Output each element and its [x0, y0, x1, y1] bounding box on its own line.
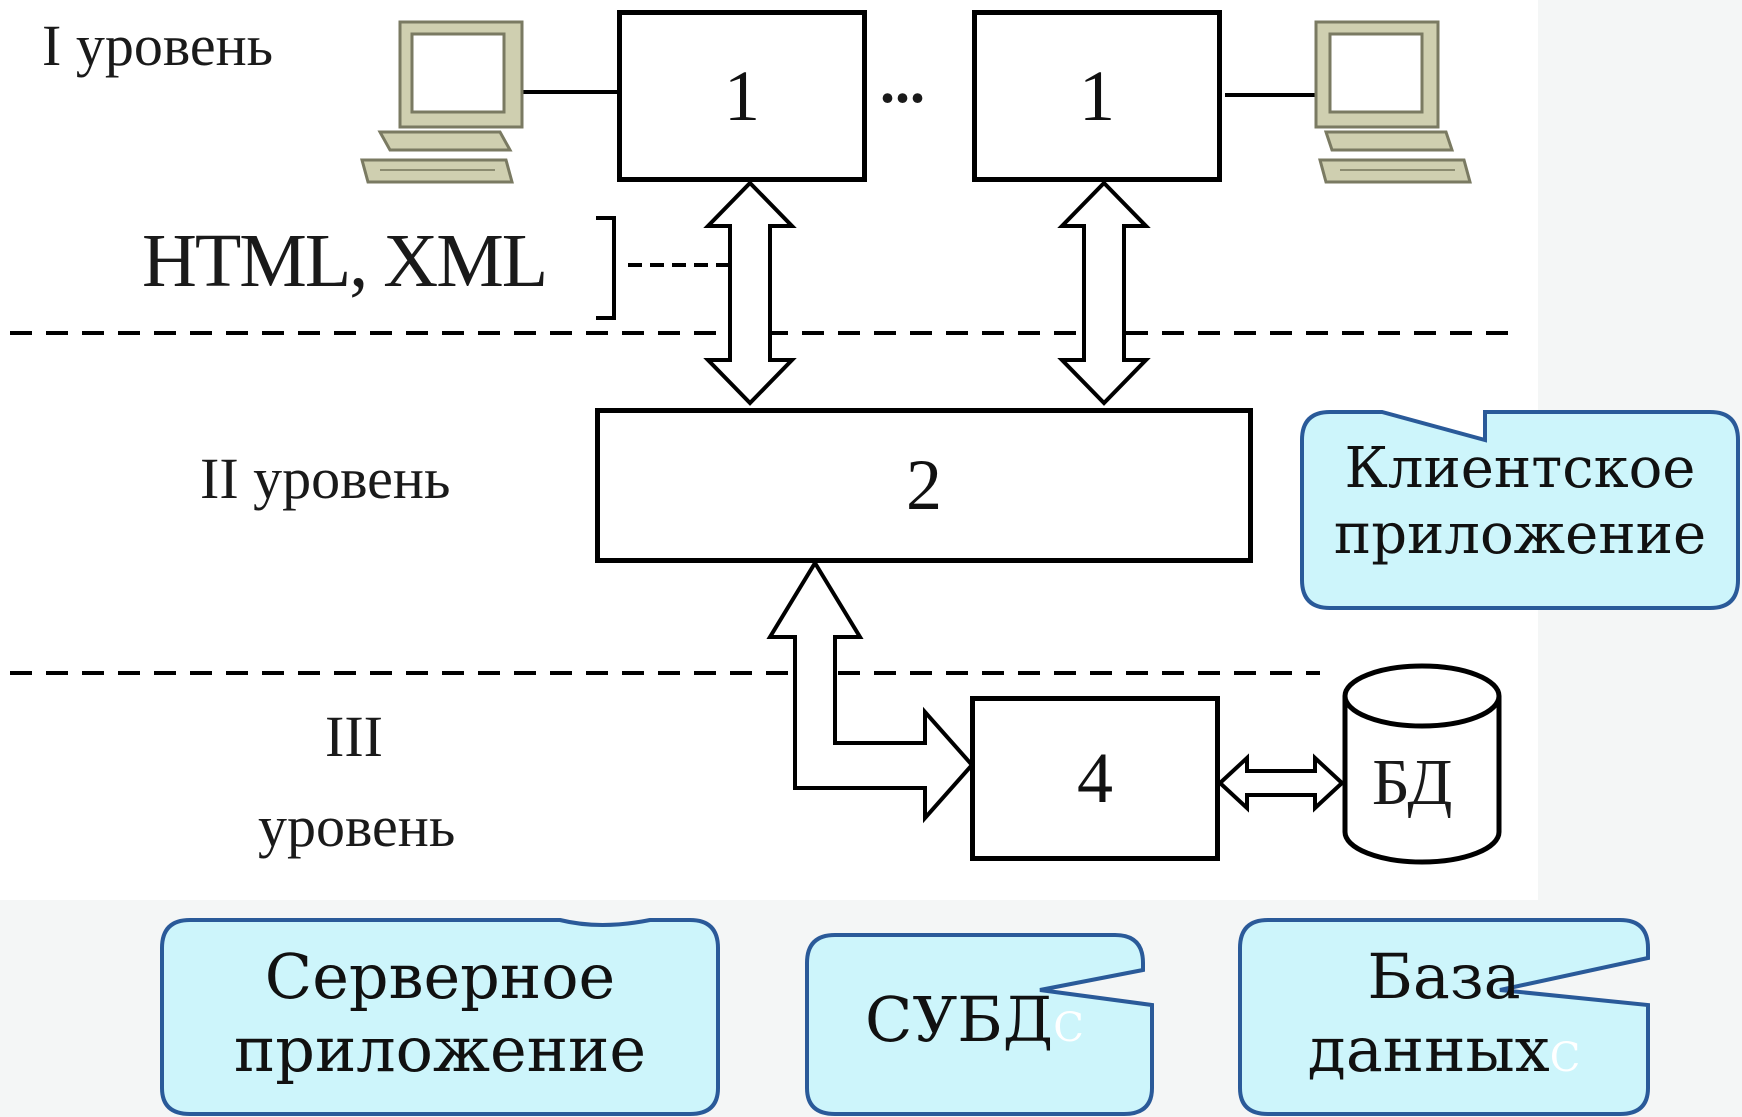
level-3-label-line1: III: [325, 704, 383, 769]
callout-server-app-shape: [160, 918, 720, 1116]
double-arrow-client-a: [703, 180, 797, 406]
clients-ellipsis: ...: [880, 49, 925, 115]
elbow-arrow-server-dbms: [766, 559, 975, 824]
client-box-b: 1: [972, 10, 1222, 182]
callout-dbms: СУБДС: [865, 983, 1084, 1056]
callout-dbms-trailing: С: [1053, 1005, 1084, 1051]
callout-server-app-line1: Серверное: [264, 940, 616, 1013]
callout-client-app-line1: Клиентское: [1344, 436, 1696, 501]
callout-server-app-line2: приложение: [233, 1013, 647, 1087]
computer-right-icon: [1314, 20, 1472, 184]
computer-left-icon: [360, 20, 524, 184]
double-arrow-dbms-db: [1217, 753, 1345, 813]
callout-dbms-text: СУБД: [865, 983, 1054, 1056]
callout-client-app-line2: приложение: [1333, 502, 1707, 568]
callout-database-trailing: С: [1549, 1035, 1581, 1082]
callout-client-app-shape: [1300, 410, 1740, 610]
level-3-label-line2: уровень: [258, 794, 456, 859]
callout-dbms-shape: [805, 933, 1154, 1116]
database-cylinder: [1342, 663, 1502, 865]
callout-database-line2: данных: [1307, 1013, 1550, 1087]
callout-database-shape: [1238, 918, 1650, 1116]
callout-server-app: Серверное приложение: [165, 940, 715, 1086]
callout-client-app: Клиентское приложение: [1305, 436, 1735, 568]
client-box-a: 1: [617, 10, 867, 182]
callout-database-line2-wrap: данныхС: [1243, 1013, 1645, 1086]
protocol-bracket: [596, 216, 616, 320]
callout-database: База данныхС: [1243, 940, 1645, 1086]
dbms-box: 4: [970, 696, 1220, 861]
database-label: БД: [1372, 746, 1453, 819]
protocol-label: HTML, XML: [142, 219, 548, 303]
double-arrow-client-b: [1057, 180, 1151, 406]
level-1-label: I уровень: [42, 13, 274, 78]
level-2-label: II уровень: [200, 446, 451, 511]
callout-database-line1: База: [1367, 940, 1521, 1013]
server-box: 2: [595, 408, 1253, 563]
